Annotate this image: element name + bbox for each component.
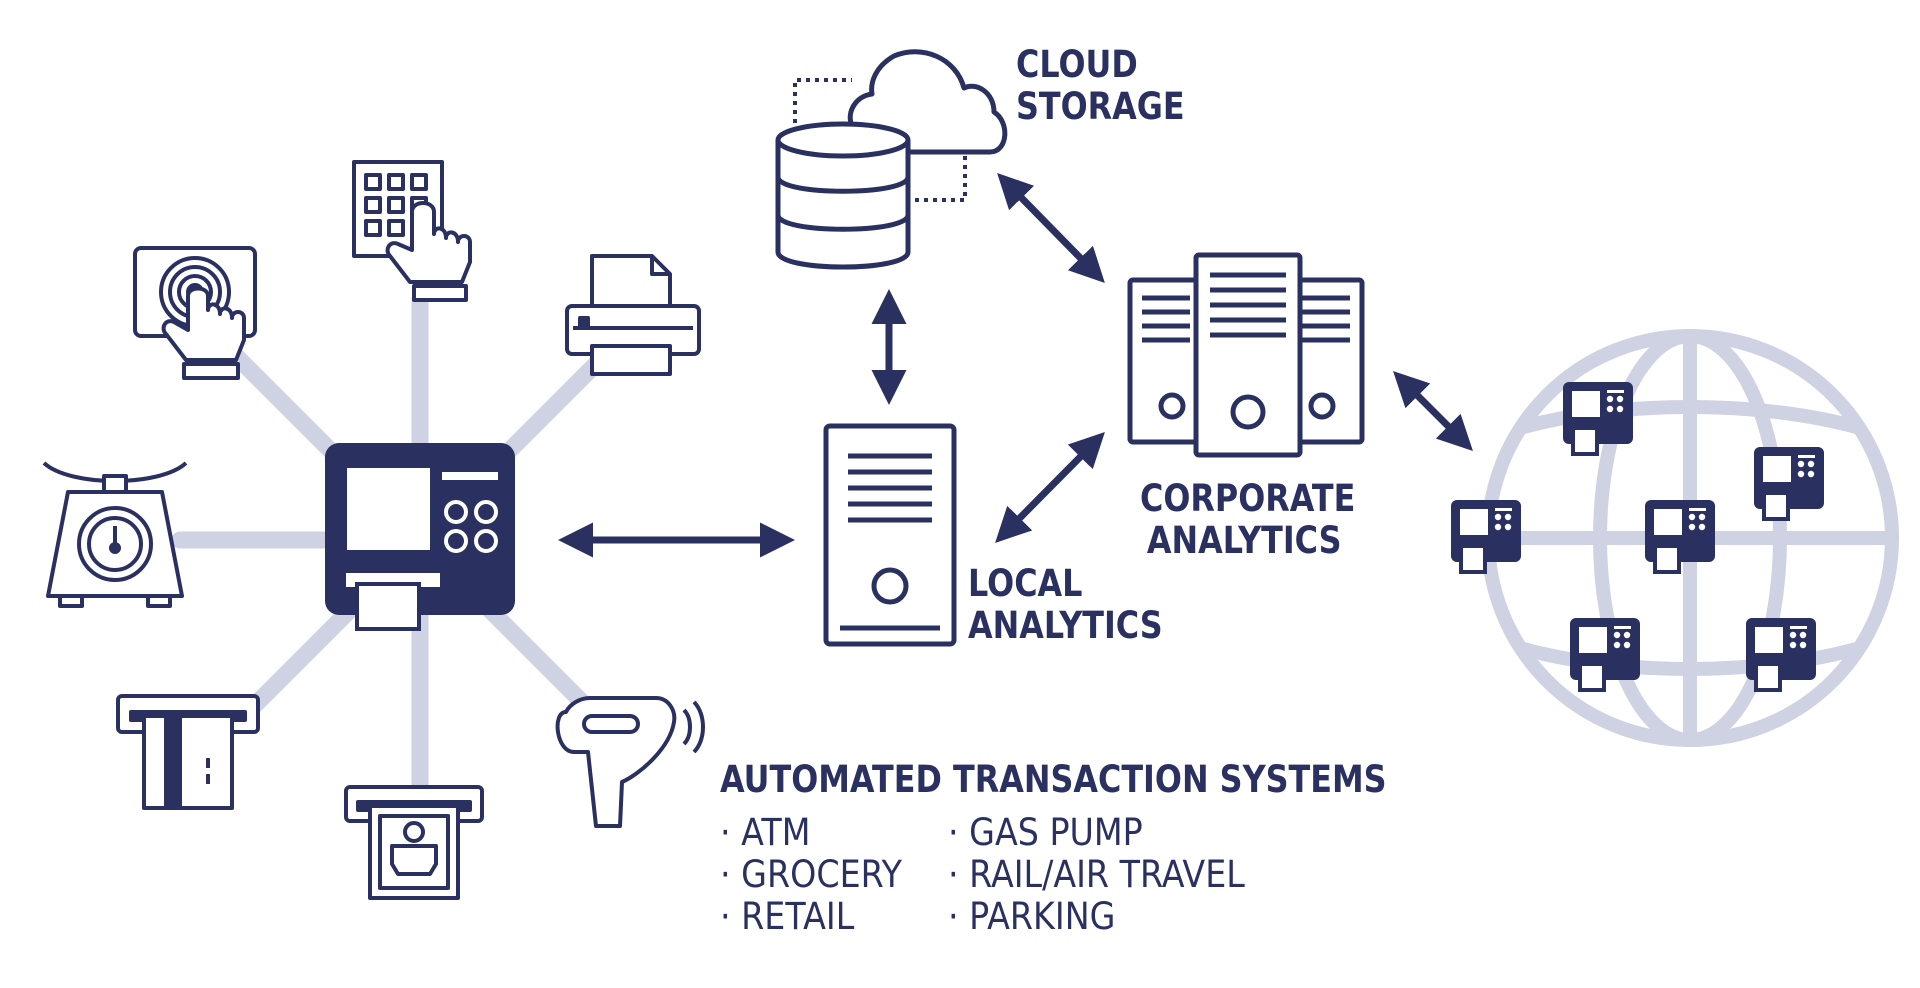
cash-dispenser-icon [344, 785, 484, 900]
corporate-analytics-label-line1: CORPORATE [1140, 477, 1356, 520]
list-item: · ATM [720, 811, 811, 854]
kiosk-terminal-icon [325, 443, 515, 631]
atm-terminal-icon [1752, 445, 1826, 521]
cloud-storage-label-line1: CLOUD [1016, 43, 1138, 86]
scale-icon [42, 461, 188, 608]
list-item: · RAIL/AIR TRAVEL [948, 852, 1245, 896]
touch-screen-icon [133, 246, 257, 380]
atm-terminal-icon [1744, 616, 1818, 692]
connection-arrows [558, 173, 1473, 558]
atm-terminal-icon [1568, 616, 1642, 692]
server-icon [823, 423, 957, 647]
server-rack-icon [1127, 252, 1365, 458]
local-analytics-label-line2: ANALYTICS [968, 603, 1163, 647]
list-item: · PARKING [948, 894, 1116, 938]
printer-icon [565, 254, 701, 376]
card-reader-icon [116, 694, 260, 810]
atm-terminal-icon [1561, 380, 1635, 456]
keypad-icon [352, 160, 472, 302]
atm-terminal-icon [1449, 498, 1523, 574]
cloud-storage-label: CLOUD STORAGE [1016, 44, 1185, 128]
list-item: · GROCERY [720, 852, 902, 896]
cloud-dotted-links [793, 78, 967, 202]
database-icon [775, 121, 911, 270]
systems-list-right: · GAS PUMP · RAIL/AIR TRAVEL · PARKING [948, 812, 1245, 937]
systems-list-left: · ATM · GROCERY · RETAIL [720, 812, 902, 937]
list-item: · GAS PUMP [948, 811, 1143, 854]
systems-title: AUTOMATED TRANSACTION SYSTEMS [720, 758, 1387, 801]
cloud-storage-label-line2: STORAGE [1016, 84, 1185, 128]
barcode-scanner-icon [555, 696, 705, 828]
atm-terminal-icon [1643, 498, 1717, 574]
corporate-analytics-label: CORPORATE ANALYTICS [1140, 478, 1355, 562]
local-analytics-label: LOCAL ANALYTICS [968, 563, 1163, 647]
list-item: · RETAIL [720, 894, 855, 938]
corporate-analytics-label-line2: ANALYTICS [1146, 518, 1342, 562]
local-analytics-label-line1: LOCAL [968, 562, 1083, 605]
